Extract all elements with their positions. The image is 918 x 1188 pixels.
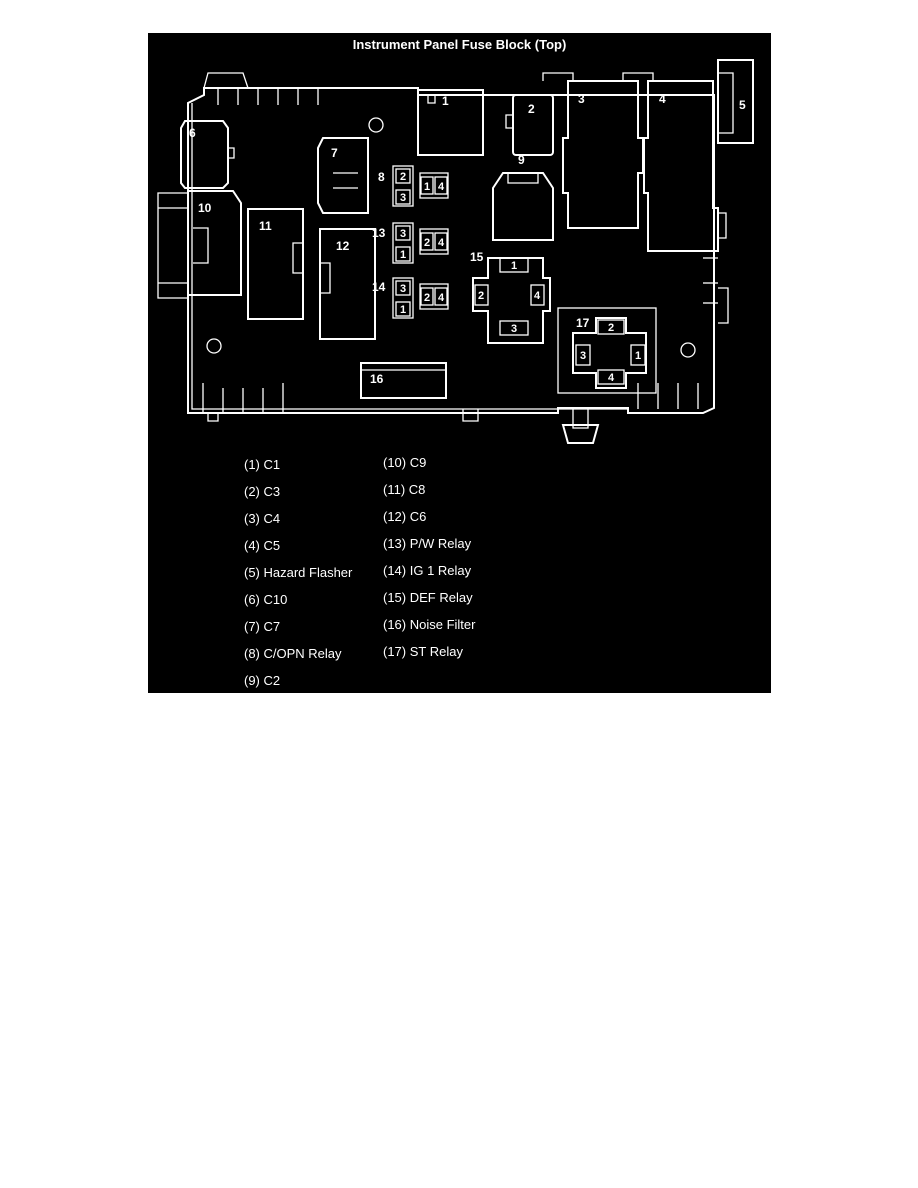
component-16-noise-filter [360,362,447,399]
component-label-2: 2 [528,102,535,116]
legend-item: (5) Hazard Flasher [244,565,353,580]
legend-item: (9) C2 [244,673,281,688]
component-label-7: 7 [331,146,338,160]
relay-13-pin: 4 [438,237,445,249]
legend-item: (1) C1 [244,457,281,472]
component-6-connector [180,120,235,189]
relay-8-pin: 1 [424,181,430,193]
relay-14-pin: 3 [400,283,406,295]
relay-15-pin: 3 [511,323,517,335]
component-9-connector [492,172,554,241]
mount-hole [680,342,696,358]
fuse-block-figure: Instrument Panel Fuse Block (Top) [148,33,771,693]
component-label-9: 9 [518,153,525,167]
component-label-4: 4 [659,92,666,106]
legend-item: (2) C3 [244,484,281,499]
component-11-connector [247,208,304,320]
component-label-13: 13 [372,226,386,240]
component-label-14: 14 [372,280,386,294]
legend-item: (14) IG 1 Relay [383,563,472,578]
component-label-1: 1 [442,94,449,108]
legend-item: (17) ST Relay [383,644,463,659]
component-label-8: 8 [378,170,385,184]
legend-item: (15) DEF Relay [383,590,473,605]
component-label-10: 10 [198,201,212,215]
component-label-6: 6 [189,126,196,140]
mount-hole [368,117,384,133]
legend-item: (8) C/OPN Relay [244,646,342,661]
relay-17-pin: 1 [635,350,641,362]
component-label-15: 15 [470,250,484,264]
legend-item: (4) C5 [244,538,281,553]
relay-15-pin: 1 [511,260,517,272]
legend-item: (7) C7 [244,619,281,634]
relay-14 [392,277,449,319]
component-2-connector [505,94,554,156]
component-label-5: 5 [739,98,746,112]
legend-item: (12) C6 [383,509,427,524]
relay-17 [557,307,657,394]
legend-item: (11) C8 [383,482,426,497]
component-5-hazard-flasher [717,59,754,144]
component-1-connector [417,89,484,156]
relay-15-pin: 4 [534,290,541,302]
relay-17-pin: 4 [608,372,615,384]
relay-13-pin: 2 [424,237,430,249]
relay-14-pin: 2 [424,292,430,304]
relay-14-pin: 1 [400,304,406,316]
fuse-block-diagram: 1 2 3 4 5 6 [157,59,754,444]
legend-item: (6) C10 [244,592,288,607]
component-label-17: 17 [576,316,590,330]
component-7-connector [317,137,369,214]
legend-item: (16) Noise Filter [383,617,476,632]
legend-item: (10) C9 [383,455,427,470]
relay-13 [392,222,449,264]
relay-14-pin: 4 [438,292,445,304]
relay-8-pin: 3 [400,192,406,204]
relay-17-pin: 2 [608,322,614,334]
component-3-connector [542,72,644,229]
component-label-11: 11 [259,219,272,233]
relay-17-pin: 3 [580,350,586,362]
mount-hole [206,338,222,354]
relay-13-pin: 3 [400,228,406,240]
component-label-3: 3 [578,92,585,106]
legend-item: (13) P/W Relay [383,536,472,551]
legend-item: (3) C4 [244,511,281,526]
component-12-connector [319,228,376,340]
relay-8 [392,165,449,207]
relay-8-pin: 4 [438,181,445,193]
component-label-16: 16 [370,372,384,386]
component-4-connector [622,72,719,252]
relay-15-pin: 2 [478,290,484,302]
component-10-connector [157,190,242,299]
relay-13-pin: 1 [400,249,406,261]
relay-15 [472,257,551,344]
component-label-12: 12 [336,239,350,253]
relay-8-pin: 2 [400,171,406,183]
figure-title: Instrument Panel Fuse Block (Top) [352,37,567,52]
